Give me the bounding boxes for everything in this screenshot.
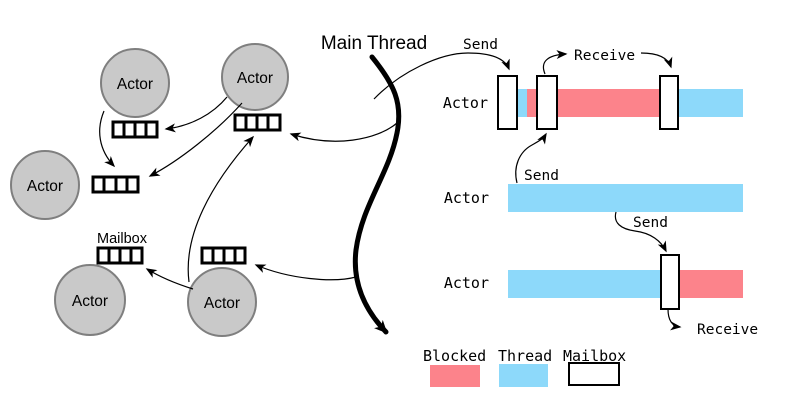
mailbox-icon-e bbox=[200, 246, 247, 265]
arrow-actor1-to-mailbox-b bbox=[99, 110, 116, 168]
arrow-row1-receive-out bbox=[542, 50, 568, 75]
legend-thread-swatch bbox=[499, 364, 548, 387]
actor-circle-4-label: Actor bbox=[72, 293, 108, 310]
arrow-actor5-to-mailbox-d bbox=[145, 268, 194, 290]
arrow-mainthread-to-mailbox-e bbox=[254, 264, 357, 281]
send-main-label: Send bbox=[463, 37, 498, 53]
receive-row1-label: Receive bbox=[574, 48, 635, 64]
send-row2-to-row3-label: Send bbox=[633, 215, 668, 231]
timeline-row-1-label: Actor bbox=[443, 94, 488, 112]
row1-mailbox-mark-2 bbox=[536, 75, 558, 130]
mailbox-icon-a bbox=[111, 120, 159, 139]
actor-circle-1 bbox=[100, 48, 170, 118]
timeline-row-2-label: Actor bbox=[444, 189, 489, 207]
actor-circle-3 bbox=[10, 150, 80, 220]
arrow-mainthread-send bbox=[373, 52, 510, 100]
timeline-row-3: Actor Receive bbox=[444, 254, 758, 338]
message-arrows bbox=[99, 96, 398, 290]
actor-circle-5-label: Actor bbox=[204, 295, 240, 312]
actor-network: Actor Actor Actor Actor Actor bbox=[10, 43, 289, 337]
mailbox-icon-b bbox=[91, 175, 140, 194]
arrow-actor2-to-mailbox-a bbox=[164, 96, 228, 133]
arrow-actor2-to-mailbox-b bbox=[148, 102, 243, 177]
actor-circle-3-label: Actor bbox=[27, 178, 63, 195]
row2-thread-bar bbox=[508, 184, 743, 212]
send-row2-to-row1-label: Send bbox=[524, 168, 559, 184]
arrow-mainthread-to-mailbox-c bbox=[289, 122, 398, 142]
row3-thread-bar bbox=[508, 270, 661, 298]
actor-circle-4 bbox=[54, 264, 126, 336]
timeline-row-2: Actor Send Send bbox=[444, 132, 743, 253]
legend-blocked-label: Blocked bbox=[423, 347, 486, 365]
main-thread-label: Main Thread bbox=[321, 33, 427, 54]
actor-circle-1-label: Actor bbox=[117, 76, 153, 93]
legend-mailbox-swatch bbox=[568, 362, 620, 386]
arrow-row1-receive-in bbox=[640, 52, 673, 69]
row3-mailbox-mark-1 bbox=[660, 254, 680, 310]
mailbox-icon-d bbox=[96, 246, 144, 265]
timeline-row-1: Actor Send Receive bbox=[373, 37, 743, 130]
actor-circle-2 bbox=[221, 43, 289, 111]
arrow-actor5-to-mailbox-c bbox=[187, 135, 254, 283]
receive-row3-label: Receive bbox=[697, 322, 758, 338]
legend-thread-label: Thread bbox=[498, 347, 552, 365]
mailbox-caption: Mailbox bbox=[97, 231, 148, 247]
row3-blocked-bar bbox=[679, 270, 743, 298]
row1-mailbox-mark-3 bbox=[659, 75, 679, 130]
arrow-row2-send-to-row1 bbox=[515, 132, 547, 184]
mailbox-icon-c bbox=[233, 113, 282, 132]
legend-mailbox-label: Mailbox bbox=[563, 347, 626, 365]
actor-circle-2-label: Actor bbox=[237, 70, 273, 87]
arrow-row2-send-to-row3 bbox=[614, 211, 667, 253]
legend: Blocked Thread Mailbox bbox=[423, 347, 626, 387]
arrow-row3-receive bbox=[667, 308, 682, 331]
timeline-row-3-label: Actor bbox=[444, 274, 489, 292]
row1-mailbox-mark-1 bbox=[497, 75, 518, 130]
legend-blocked-swatch bbox=[430, 365, 480, 387]
mailbox-icons: Mailbox bbox=[91, 113, 282, 265]
main-thread-curve bbox=[352, 54, 402, 335]
actor-circle-5 bbox=[187, 267, 257, 337]
